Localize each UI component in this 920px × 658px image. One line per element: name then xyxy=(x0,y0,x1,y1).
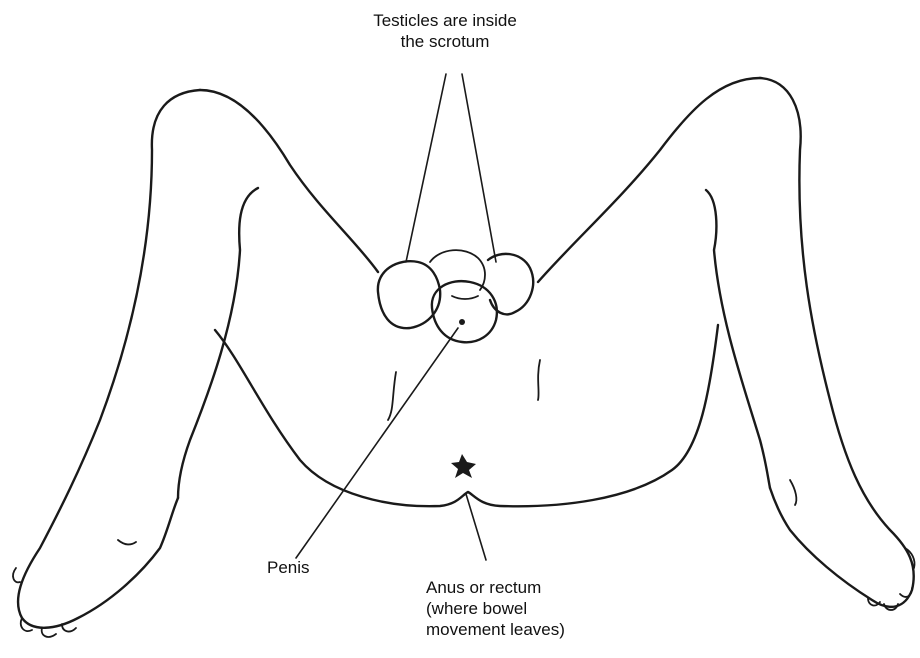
anus-label-line1: Anus or rectum xyxy=(426,577,565,598)
penis-label: Penis xyxy=(267,557,310,578)
anus-pointer xyxy=(466,494,486,560)
pointer-lines xyxy=(296,74,496,560)
penis xyxy=(432,281,497,342)
scrotum xyxy=(378,250,533,328)
buttocks-outline xyxy=(215,325,718,506)
testicles-pointer-right xyxy=(462,74,496,262)
testicles-label-line2: the scrotum xyxy=(330,31,560,52)
right-leg xyxy=(538,78,915,610)
penis-pointer xyxy=(296,328,458,558)
testicles-label-line1: Testicles are inside xyxy=(330,10,560,31)
anus-label-line3: movement leaves) xyxy=(426,619,565,640)
testicles-pointer-left xyxy=(406,74,446,262)
anus-mark xyxy=(451,454,476,478)
left-leg xyxy=(13,90,378,637)
testicles-label: Testicles are inside the scrotum xyxy=(330,10,560,52)
penis-label-line1: Penis xyxy=(267,557,310,578)
anus-label: Anus or rectum (where bowel movement lea… xyxy=(426,577,565,640)
anus-label-line2: (where bowel xyxy=(426,598,565,619)
